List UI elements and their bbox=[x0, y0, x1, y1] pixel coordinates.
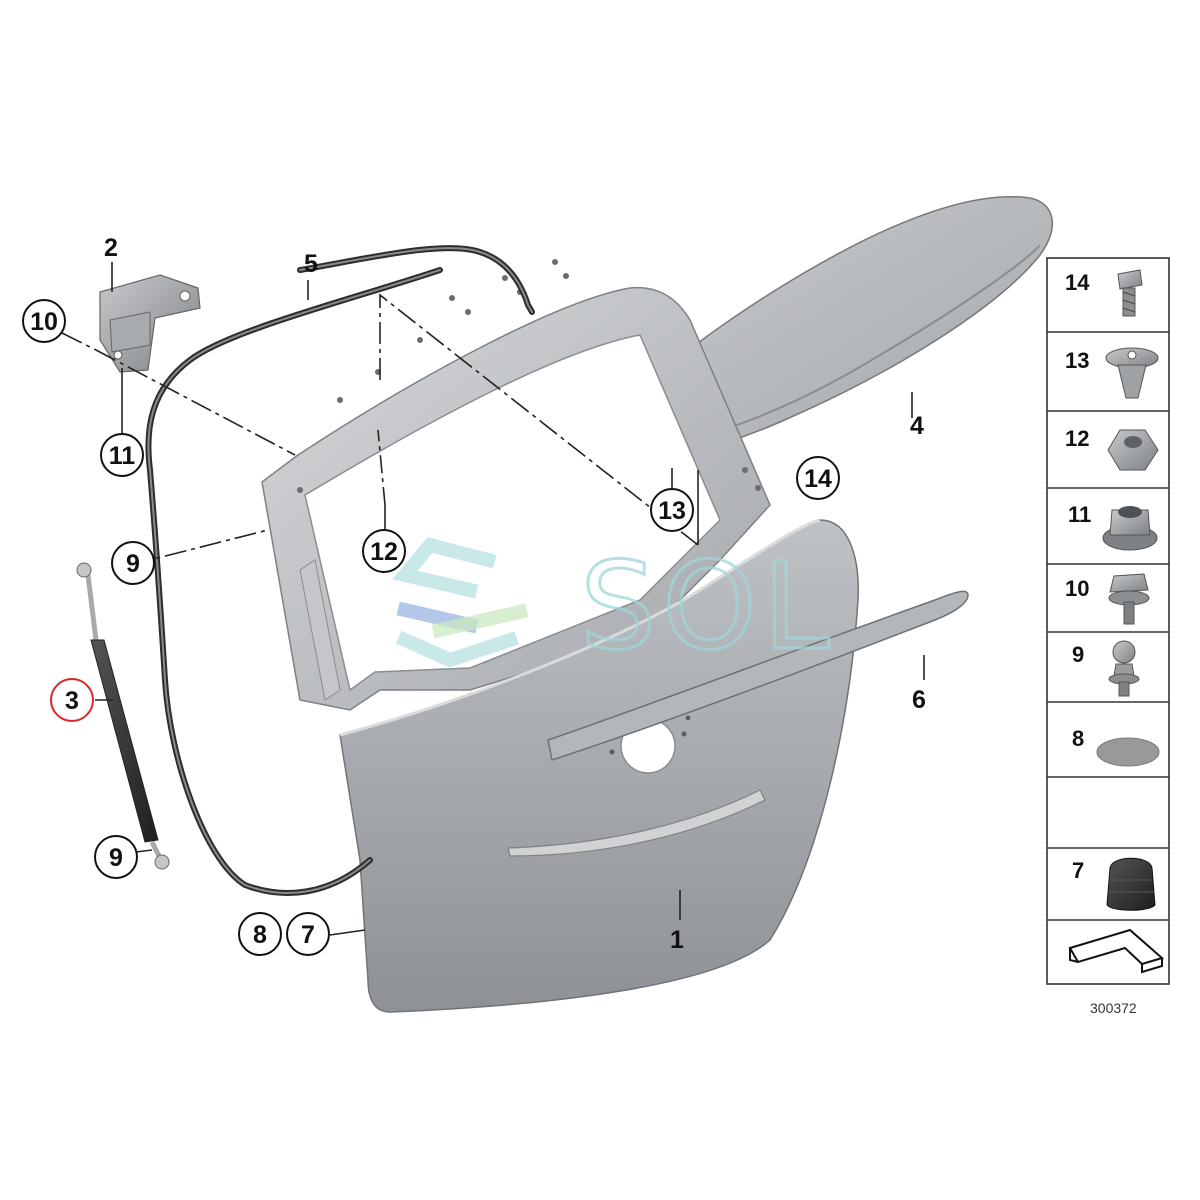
callout-9-upper: 9 bbox=[111, 541, 155, 585]
callout-14: 14 bbox=[796, 456, 840, 500]
callout-13: 13 bbox=[650, 488, 694, 532]
callout-7: 7 bbox=[286, 912, 330, 956]
svg-text:8: 8 bbox=[253, 921, 267, 949]
round-pad-icon bbox=[1096, 737, 1160, 767]
callout-6: 6 bbox=[912, 686, 926, 714]
lower-trim-strip bbox=[507, 789, 766, 857]
svg-text:12: 12 bbox=[1065, 426, 1089, 451]
watermark: SOL bbox=[392, 537, 835, 679]
orientation-arrow-icon bbox=[1068, 928, 1165, 974]
svg-text:5: 5 bbox=[304, 250, 318, 278]
svg-text:13: 13 bbox=[1065, 348, 1089, 373]
callout-4: 4 bbox=[910, 412, 924, 440]
leader-lines bbox=[61, 262, 925, 936]
hex-nut-icon bbox=[1107, 429, 1159, 471]
legend-item-11: 11 bbox=[1068, 502, 1158, 551]
svg-text:11: 11 bbox=[109, 442, 136, 470]
svg-text:13: 13 bbox=[658, 497, 686, 525]
handle-strip bbox=[547, 590, 969, 761]
legend-item-14: 14 bbox=[1065, 269, 1143, 317]
watermark-logo-icon bbox=[392, 537, 529, 668]
gas-strut bbox=[76, 562, 170, 870]
hardware-legend: 14 13 12 11 bbox=[1046, 257, 1170, 985]
legend-item-7: 7 bbox=[1072, 857, 1156, 911]
svg-text:7: 7 bbox=[1072, 858, 1084, 883]
ball-stud-icon bbox=[1108, 640, 1140, 697]
legend-item-9: 9 bbox=[1072, 640, 1140, 697]
svg-text:10: 10 bbox=[30, 308, 58, 336]
callout-9-lower: 9 bbox=[94, 835, 138, 879]
svg-text:12: 12 bbox=[370, 538, 398, 566]
callout-12: 12 bbox=[362, 529, 406, 573]
svg-text:SOL: SOL bbox=[580, 538, 835, 677]
callout-11: 11 bbox=[100, 433, 144, 477]
svg-text:8: 8 bbox=[1072, 726, 1084, 751]
svg-text:14: 14 bbox=[1065, 270, 1090, 295]
svg-text:9: 9 bbox=[109, 844, 123, 872]
callout-5: 5 bbox=[304, 250, 318, 278]
svg-text:14: 14 bbox=[804, 465, 832, 493]
callout-10: 10 bbox=[22, 299, 66, 343]
svg-text:10: 10 bbox=[1065, 576, 1089, 601]
svg-text:6: 6 bbox=[912, 686, 926, 714]
legend-item-10: 10 bbox=[1065, 573, 1150, 625]
svg-text:7: 7 bbox=[301, 921, 315, 949]
callout-8: 8 bbox=[238, 912, 282, 956]
callout-1: 1 bbox=[670, 926, 684, 954]
rubber-buffer-icon bbox=[1106, 857, 1156, 911]
svg-text:4: 4 bbox=[910, 412, 924, 440]
svg-text:3: 3 bbox=[65, 687, 79, 715]
svg-text:2: 2 bbox=[104, 234, 118, 262]
legend-item-13: 13 bbox=[1065, 347, 1159, 399]
flange-nut-icon bbox=[1102, 506, 1158, 551]
expanding-rivet-icon bbox=[1105, 347, 1159, 399]
svg-text:9: 9 bbox=[1072, 642, 1084, 667]
callout-2: 2 bbox=[104, 234, 118, 262]
bolt-icon bbox=[1117, 269, 1143, 317]
collar-bolt-icon bbox=[1108, 573, 1150, 625]
callout-3: 3 bbox=[50, 678, 94, 722]
svg-text:11: 11 bbox=[1068, 502, 1091, 527]
tailgate-inner-frame bbox=[261, 259, 771, 711]
tailgate-hinge bbox=[99, 274, 201, 373]
svg-text:9: 9 bbox=[126, 550, 140, 578]
diagram-code: 300372 bbox=[1090, 1000, 1137, 1016]
svg-text:1: 1 bbox=[670, 926, 684, 954]
legend-item-8: 8 bbox=[1072, 726, 1160, 767]
legend-item-12: 12 bbox=[1065, 426, 1159, 471]
